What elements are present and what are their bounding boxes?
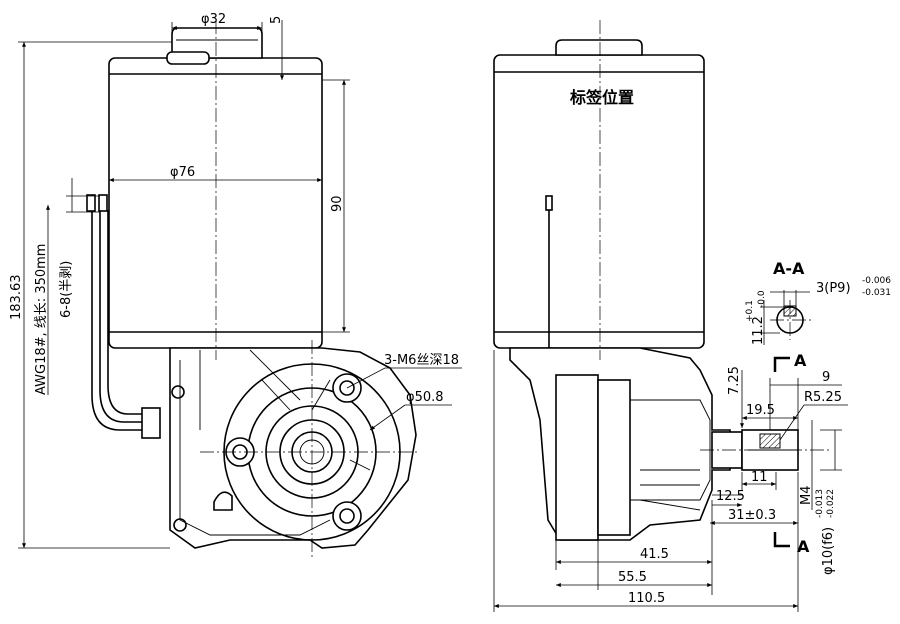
section-title: A-A bbox=[773, 259, 805, 278]
label-110-5: 110.5 bbox=[628, 591, 665, 606]
dim-bolt-circle: φ50.8 bbox=[369, 390, 452, 431]
label-key-depth-tol-lower: -0.0 bbox=[757, 290, 767, 308]
label-31: 31±0.3 bbox=[728, 508, 776, 523]
label-wire-spec: AWG18#, 线长: 350mm bbox=[34, 244, 49, 395]
motor-body-right: 标签位置 bbox=[493, 39, 705, 411]
motor-body-left bbox=[108, 27, 323, 349]
section-mark-top: A bbox=[773, 351, 807, 372]
dim-55-5: 55.5 bbox=[556, 540, 712, 590]
label-55-5: 55.5 bbox=[618, 570, 647, 585]
lead-wires bbox=[86, 194, 161, 439]
label-mount-holes: 3-M6丝深18 bbox=[384, 353, 459, 368]
label-key-depth: 11.2 bbox=[751, 316, 766, 345]
dim-body-length: 90 bbox=[322, 79, 350, 333]
dim-r5-25: R5.25 bbox=[779, 390, 848, 441]
dim-11: 11 bbox=[741, 470, 777, 490]
dim-shaft-offset: 5 bbox=[269, 16, 284, 80]
dim-9: 9 bbox=[769, 370, 842, 430]
label-overall-height: 183.63 bbox=[9, 275, 24, 321]
dim-31: 31±0.3 bbox=[710, 508, 798, 525]
dim-7-25: 7.25 bbox=[727, 366, 744, 428]
right-view: 标签位置 A-A bbox=[493, 20, 891, 612]
label-shaft-offset: 5 bbox=[269, 16, 284, 24]
dim-body-dia: φ76 bbox=[109, 165, 322, 182]
dim-19-5: 19.5 bbox=[742, 403, 798, 420]
label-key-width: 3(P9) bbox=[816, 281, 851, 296]
label-shaft-dia-right: φ10(f6) bbox=[821, 527, 836, 575]
dim-wire-spec: AWG18#, 线长: 350mm bbox=[34, 205, 50, 395]
label-key-depth-tol-upper: +0.1 bbox=[745, 300, 755, 322]
dim-m4: M4 bbox=[799, 420, 814, 510]
dim-wire-strip: 6-8(半剥) bbox=[59, 178, 100, 318]
section-a-a: A-A 3(P9) -0.006 -0.031 11.2 +0.1 -0.0 bbox=[745, 259, 891, 345]
dim-shaft-dia: φ32 bbox=[171, 12, 263, 34]
label-7-25: 7.25 bbox=[727, 366, 742, 395]
dim-41-5: 41.5 bbox=[555, 500, 713, 595]
section-mark-bottom: A bbox=[773, 532, 810, 556]
label-body-dia: φ76 bbox=[170, 165, 195, 180]
dim-shaft-dia-right: φ10(f6) -0.013 -0.022 bbox=[815, 429, 842, 575]
label-body-length: 90 bbox=[330, 195, 345, 212]
label-shaft-tol-lower: -0.022 bbox=[826, 489, 836, 518]
dim-mount-holes: 3-M6丝深18 bbox=[346, 353, 462, 389]
label-12-5: 12.5 bbox=[716, 489, 745, 504]
label-bolt-circle: φ50.8 bbox=[406, 390, 444, 405]
dim-12-5: 12.5 bbox=[712, 489, 745, 507]
dim-overall-height: 183.63 bbox=[9, 41, 172, 549]
label-wire-strip: 6-8(半剥) bbox=[59, 261, 74, 318]
left-view: φ32 5 φ76 90 183.63 AWG18#, 线长: bbox=[9, 12, 462, 560]
label-19-5: 19.5 bbox=[746, 403, 775, 418]
gearbox-left bbox=[169, 347, 417, 549]
mount-boss bbox=[332, 501, 362, 531]
label-r5-25: R5.25 bbox=[804, 390, 842, 405]
label-section-mark-bottom: A bbox=[797, 537, 810, 556]
label-9: 9 bbox=[822, 370, 830, 385]
label-key-tol-lower: -0.031 bbox=[862, 288, 891, 298]
label-shaft-dia: φ32 bbox=[201, 12, 226, 27]
label-key-tol-upper: -0.006 bbox=[862, 276, 891, 286]
dim-110-5: 110.5 bbox=[493, 350, 799, 612]
label-m4: M4 bbox=[799, 486, 814, 506]
label-41-5: 41.5 bbox=[640, 547, 669, 562]
label-11: 11 bbox=[751, 470, 768, 485]
label-shaft-tol-upper: -0.013 bbox=[815, 489, 825, 518]
label-section-mark-top: A bbox=[794, 351, 807, 370]
label-position-text: 标签位置 bbox=[569, 88, 634, 107]
